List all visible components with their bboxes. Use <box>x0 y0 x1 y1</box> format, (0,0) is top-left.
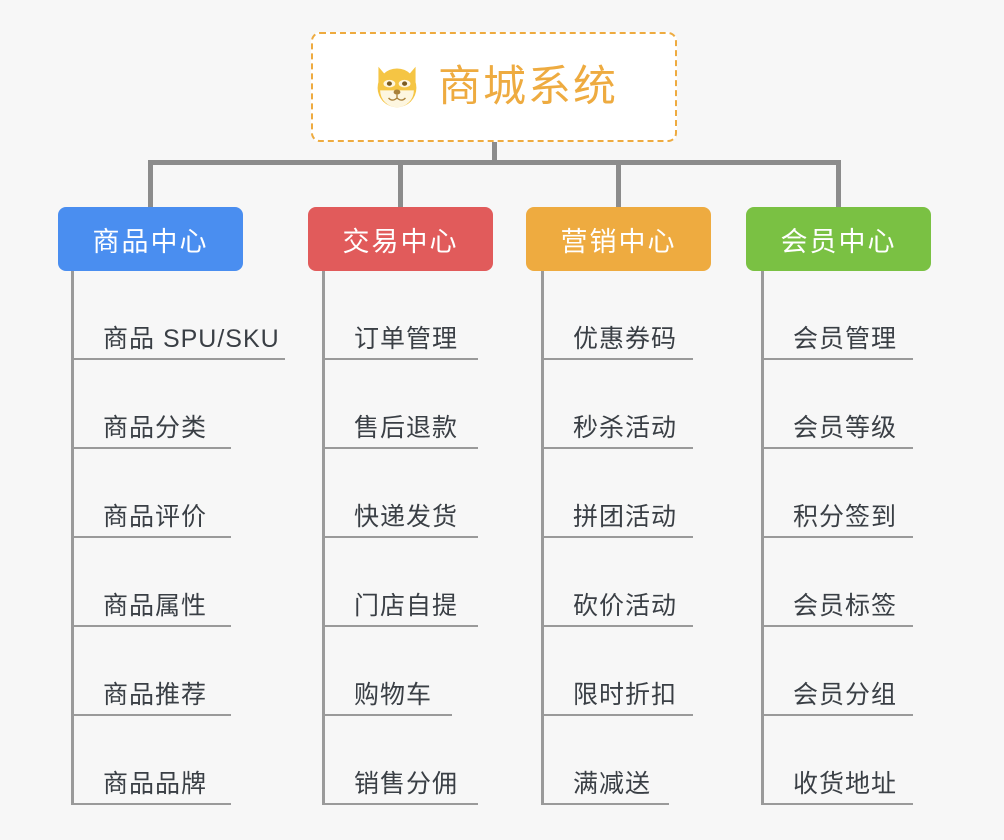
leaf-item-label: 商品推荐 <box>103 681 208 710</box>
leaf-item[interactable]: 限时折扣 <box>541 627 693 716</box>
leaf-item[interactable]: 商品分类 <box>71 360 231 449</box>
connector-root-stem <box>491 142 497 165</box>
connector-drop-2 <box>398 160 403 207</box>
leaf-spine <box>322 271 325 805</box>
leaf-item[interactable]: 商品品牌 <box>71 716 231 805</box>
leaf-item-label: 限时折扣 <box>573 681 678 710</box>
category-box-4[interactable]: 会员中心 <box>746 207 931 271</box>
dog-face-icon <box>377 66 417 108</box>
leaf-item[interactable]: 售后退款 <box>322 360 478 449</box>
leaf-item-label: 收货地址 <box>793 770 898 799</box>
leaf-item-label: 购物车 <box>354 681 433 710</box>
leaf-item[interactable]: 砍价活动 <box>541 538 693 627</box>
leaf-item-label: 优惠券码 <box>573 325 678 354</box>
leaf-item[interactable]: 商品推荐 <box>71 627 231 716</box>
connector-drop-1 <box>148 160 153 207</box>
leaf-item-label: 商品属性 <box>103 592 208 621</box>
leaf-item[interactable]: 购物车 <box>322 627 452 716</box>
leaf-item-label: 会员分组 <box>793 681 898 710</box>
leaf-item-label: 订单管理 <box>354 325 459 354</box>
leaf-item-label: 满减送 <box>573 770 652 799</box>
connector-horizontal-bar <box>148 160 841 165</box>
leaf-item[interactable]: 销售分佣 <box>322 716 478 805</box>
leaf-spine <box>541 271 544 805</box>
leaf-item-label: 会员等级 <box>793 414 898 443</box>
category-label: 会员中心 <box>780 226 897 257</box>
leaf-item[interactable]: 订单管理 <box>322 271 478 360</box>
category-label: 营销中心 <box>560 226 677 257</box>
leaf-item-label: 门店自提 <box>354 592 459 621</box>
leaf-item[interactable]: 商品 SPU/SKU <box>71 271 285 360</box>
root-node-shop-system[interactable]: 商城系统 <box>311 32 677 142</box>
leaf-item[interactable]: 快递发货 <box>322 449 478 538</box>
leaf-item-label: 销售分佣 <box>354 770 459 799</box>
category-box-2[interactable]: 交易中心 <box>308 207 493 271</box>
leaf-spine <box>761 271 764 805</box>
category-label: 商品中心 <box>92 226 209 257</box>
leaf-item[interactable]: 商品属性 <box>71 538 231 627</box>
connector-drop-3 <box>616 160 621 207</box>
leaf-item-label: 快递发货 <box>354 503 459 532</box>
leaf-item[interactable]: 会员等级 <box>761 360 913 449</box>
leaf-item-label: 秒杀活动 <box>573 414 678 443</box>
leaf-item-label: 商品评价 <box>103 503 208 532</box>
leaf-item-label: 砍价活动 <box>573 592 678 621</box>
leaf-item[interactable]: 优惠券码 <box>541 271 693 360</box>
leaf-spine <box>71 271 74 805</box>
category-box-3[interactable]: 营销中心 <box>526 207 711 271</box>
leaf-item-label: 商品品牌 <box>103 770 208 799</box>
leaf-item[interactable]: 商品评价 <box>71 449 231 538</box>
leaf-item[interactable]: 收货地址 <box>761 716 913 805</box>
leaf-item[interactable]: 满减送 <box>541 716 669 805</box>
leaf-item[interactable]: 秒杀活动 <box>541 360 693 449</box>
leaf-item-label: 商品 SPU/SKU <box>103 325 280 354</box>
leaf-item[interactable]: 会员标签 <box>761 538 913 627</box>
category-box-1[interactable]: 商品中心 <box>58 207 243 271</box>
leaf-item-label: 拼团活动 <box>573 503 678 532</box>
leaf-item-label: 积分签到 <box>793 503 898 532</box>
leaf-item[interactable]: 会员分组 <box>761 627 913 716</box>
leaf-item[interactable]: 门店自提 <box>322 538 478 627</box>
leaf-item-label: 会员管理 <box>793 325 898 354</box>
leaf-item-label: 会员标签 <box>793 592 898 621</box>
leaf-item[interactable]: 拼团活动 <box>541 449 693 538</box>
leaf-item[interactable]: 积分签到 <box>761 449 913 538</box>
connector-drop-4 <box>836 160 841 207</box>
leaf-item-label: 售后退款 <box>354 414 459 443</box>
leaf-item[interactable]: 会员管理 <box>761 271 913 360</box>
root-node-label: 商城系统 <box>438 62 618 111</box>
leaf-item-label: 商品分类 <box>103 414 208 443</box>
category-label: 交易中心 <box>342 226 459 257</box>
